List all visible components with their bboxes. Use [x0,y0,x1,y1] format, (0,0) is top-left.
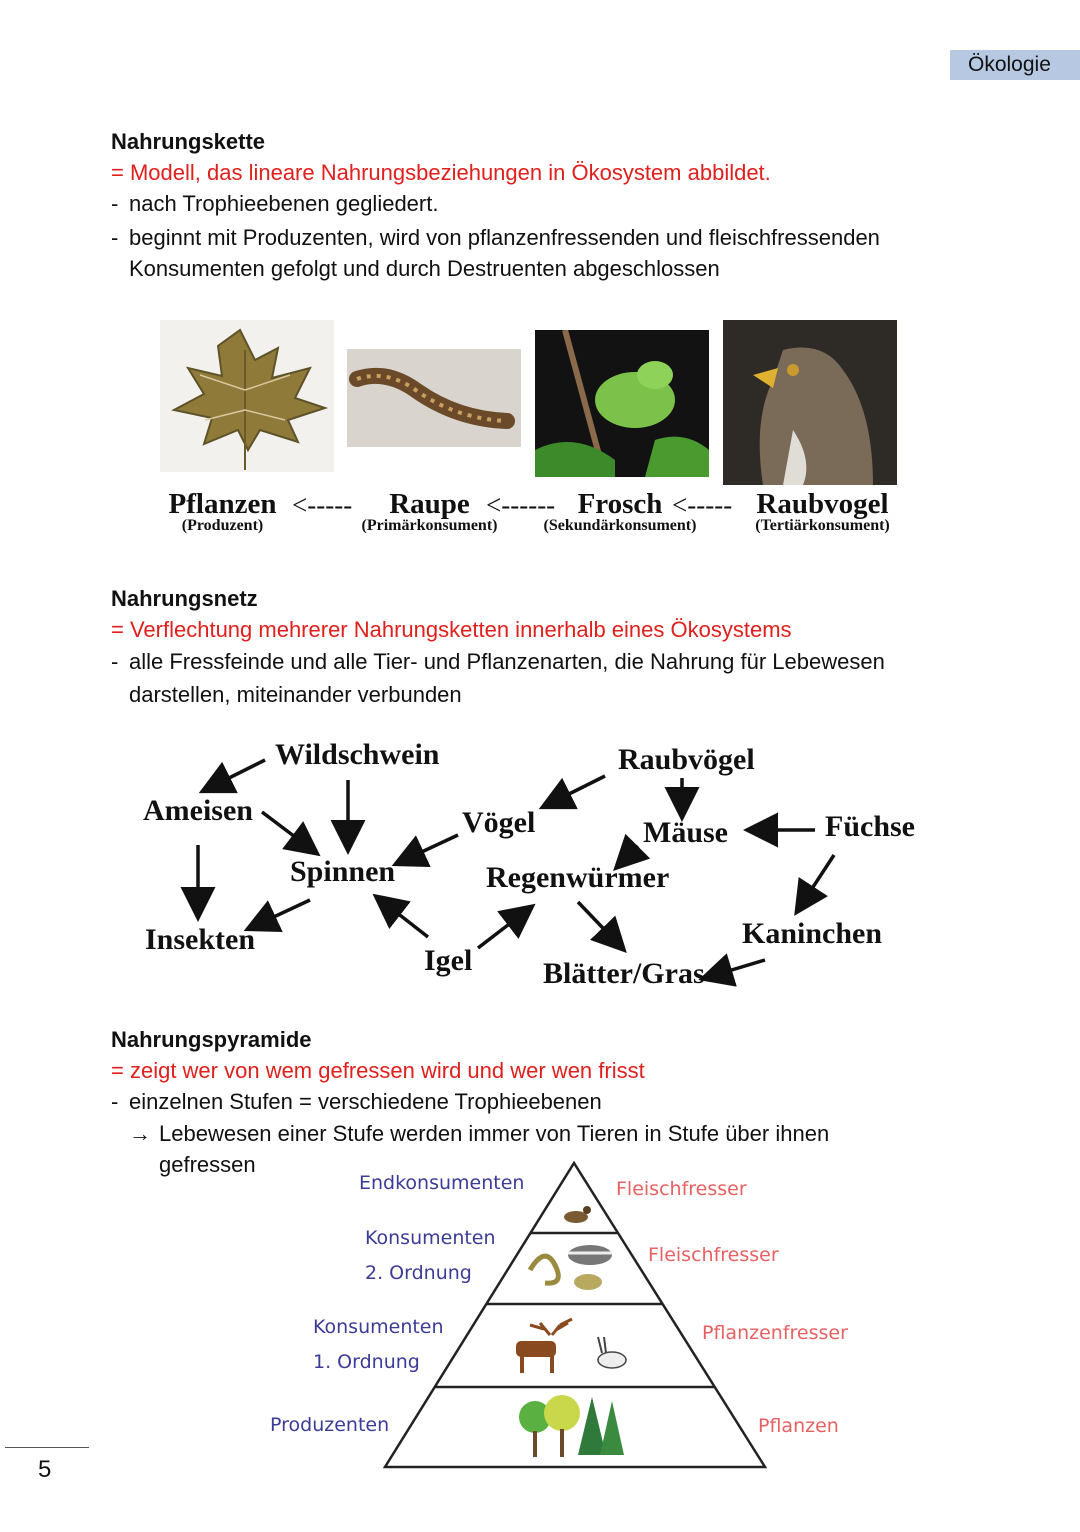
web-node-kaninchen: Kaninchen [742,917,883,950]
web-node-regenwuermer: Regenwürmer [486,861,670,894]
arrow-kaninchen-blaetter [698,953,766,987]
hare-icon [597,1336,627,1369]
arrow-maeuse-regenwuermer [613,833,651,871]
arrow-ameisen-spinnen [260,810,321,857]
arrow-igel-spinnen [372,893,430,939]
bird-icon [564,1206,591,1223]
eagle-image [723,320,897,485]
food-chain-labels: Pflanzen (Produzent) <----- Raupe (Primä… [160,488,900,548]
pyramid-right-label: Fleischfresser [648,1244,779,1266]
bullet: nach Trophieebenen gegliedert. [111,188,971,219]
chain-name: Raubvogel [756,488,889,520]
definition: = zeigt wer von wem gefressen wird und w… [111,1058,645,1083]
food-web-arrows [180,758,836,987]
toad-icon [574,1274,602,1290]
definition: = Modell, das lineare Nahrungsbeziehunge… [111,160,771,185]
web-node-voegel: Vögel [462,806,536,839]
snake-icon [527,1253,561,1286]
arrow-note-continuation: gefressen [159,1152,256,1177]
badger-icon [568,1245,612,1265]
pyramid-left-label: Konsumenten [365,1227,496,1249]
chain-name: Frosch [577,488,663,520]
chain-item-raubvogel: Raubvogel (Tertiärkonsument) [740,488,905,535]
pyramid-left-label: 2. Ordnung [365,1262,472,1284]
pyramid-left-label: Endkonsumenten [359,1172,525,1194]
food-chain-images [160,318,900,548]
chain-arrow: <----- [292,490,353,520]
caterpillar-image [347,349,521,447]
web-node-raubvoegel: Raubvögel [618,743,755,776]
leaf-image [160,320,334,472]
chain-arrow: <------ [486,490,556,520]
section-title: Nahrungskette [111,129,266,154]
pyramid-right-label: Pflanzenfresser [702,1322,848,1344]
pyramid-left-label: 1. Ordnung [313,1351,420,1373]
section-nahrungspyramide: Nahrungspyramide = zeigt wer von wem gef… [111,1024,971,1180]
chain-role: (Produzent) [181,517,264,534]
bullet: einzelnen Stufen = verschiedene Trophiee… [111,1086,971,1117]
section-nahrungskette: Nahrungskette = Modell, das lineare Nahr… [111,126,971,284]
trees-icon [519,1395,624,1457]
arrow-regenwuermer-blaetter [576,900,627,954]
bullet: beginnt mit Produzenten, wird von pflanz… [111,222,971,284]
arrow-spinnen-insekten [243,898,311,933]
web-node-maeuse: Mäuse [643,816,728,849]
pyramid-left-label: Produzenten [270,1414,390,1436]
arrow-voegel-spinnen [391,833,459,868]
web-node-ameisen: Ameisen [143,794,253,827]
web-node-blaetter-gras: Blätter/Gras [543,957,705,990]
topic-tag: Ökologie [950,50,1080,80]
bullet: alle Fressfeinde und alle Tier- und Pfla… [111,645,971,711]
pyramid-left-label: Konsumenten [313,1316,444,1338]
page-number: 5 [38,1456,52,1483]
web-node-igel: Igel [424,944,473,977]
pyramid-right-label: Fleischfresser [616,1178,747,1200]
section-title: Nahrungsnetz [111,586,258,611]
pyramid-shape [382,1160,768,1469]
pyramid-right-label: Pflanzen [758,1415,839,1437]
web-node-insekten: Insekten [145,923,256,956]
section-nahrungsnetz: Nahrungsnetz = Verflechtung mehrerer Nah… [111,583,971,711]
chain-item-raupe: Raupe (Primärkonsument) [342,488,517,535]
web-node-spinnen: Spinnen [290,855,396,888]
definition: = Verflechtung mehrerer Nahrungsketten i… [111,617,792,642]
arrow-note-text: Lebewesen einer Stufe werden immer von T… [159,1121,830,1146]
web-node-wildschwein: Wildschwein [275,738,440,771]
chain-item-pflanzen: Pflanzen (Produzent) [160,488,285,535]
right-arrow-icon: → [129,1121,151,1146]
arrow-note: → Lebewesen einer Stufe werden immer von… [111,1118,971,1149]
chain-item-frosch: Frosch (Sekundärkonsument) [530,488,710,535]
deer-icon [516,1317,573,1373]
food-pyramid: Endkonsumenten Konsumenten 2. Ordnung Ko… [0,1155,1080,1475]
section-title: Nahrungspyramide [111,1027,312,1052]
web-node-fuechse: Füchse [825,810,915,843]
arrow-wildschwein-ameisen [198,758,266,794]
chain-role: (Sekundärkonsument) [543,517,697,534]
chain-role: (Primärkonsument) [361,517,498,534]
arrow-igel-regenwuermer [476,903,536,950]
food-web-diagram: Wildschwein Raubvögel Ameisen Vögel Mäus… [0,730,1080,1000]
arrow-fuechse-kaninchen [794,854,836,916]
footer-divider [5,1447,89,1448]
chain-name: Pflanzen [168,488,277,520]
arrow-raubvoegel-voegel [538,774,606,810]
chain-name: Raupe [389,488,470,520]
chain-arrow: <----- [672,490,733,520]
chain-role: (Tertiärkonsument) [755,517,890,534]
frog-image [535,330,709,477]
